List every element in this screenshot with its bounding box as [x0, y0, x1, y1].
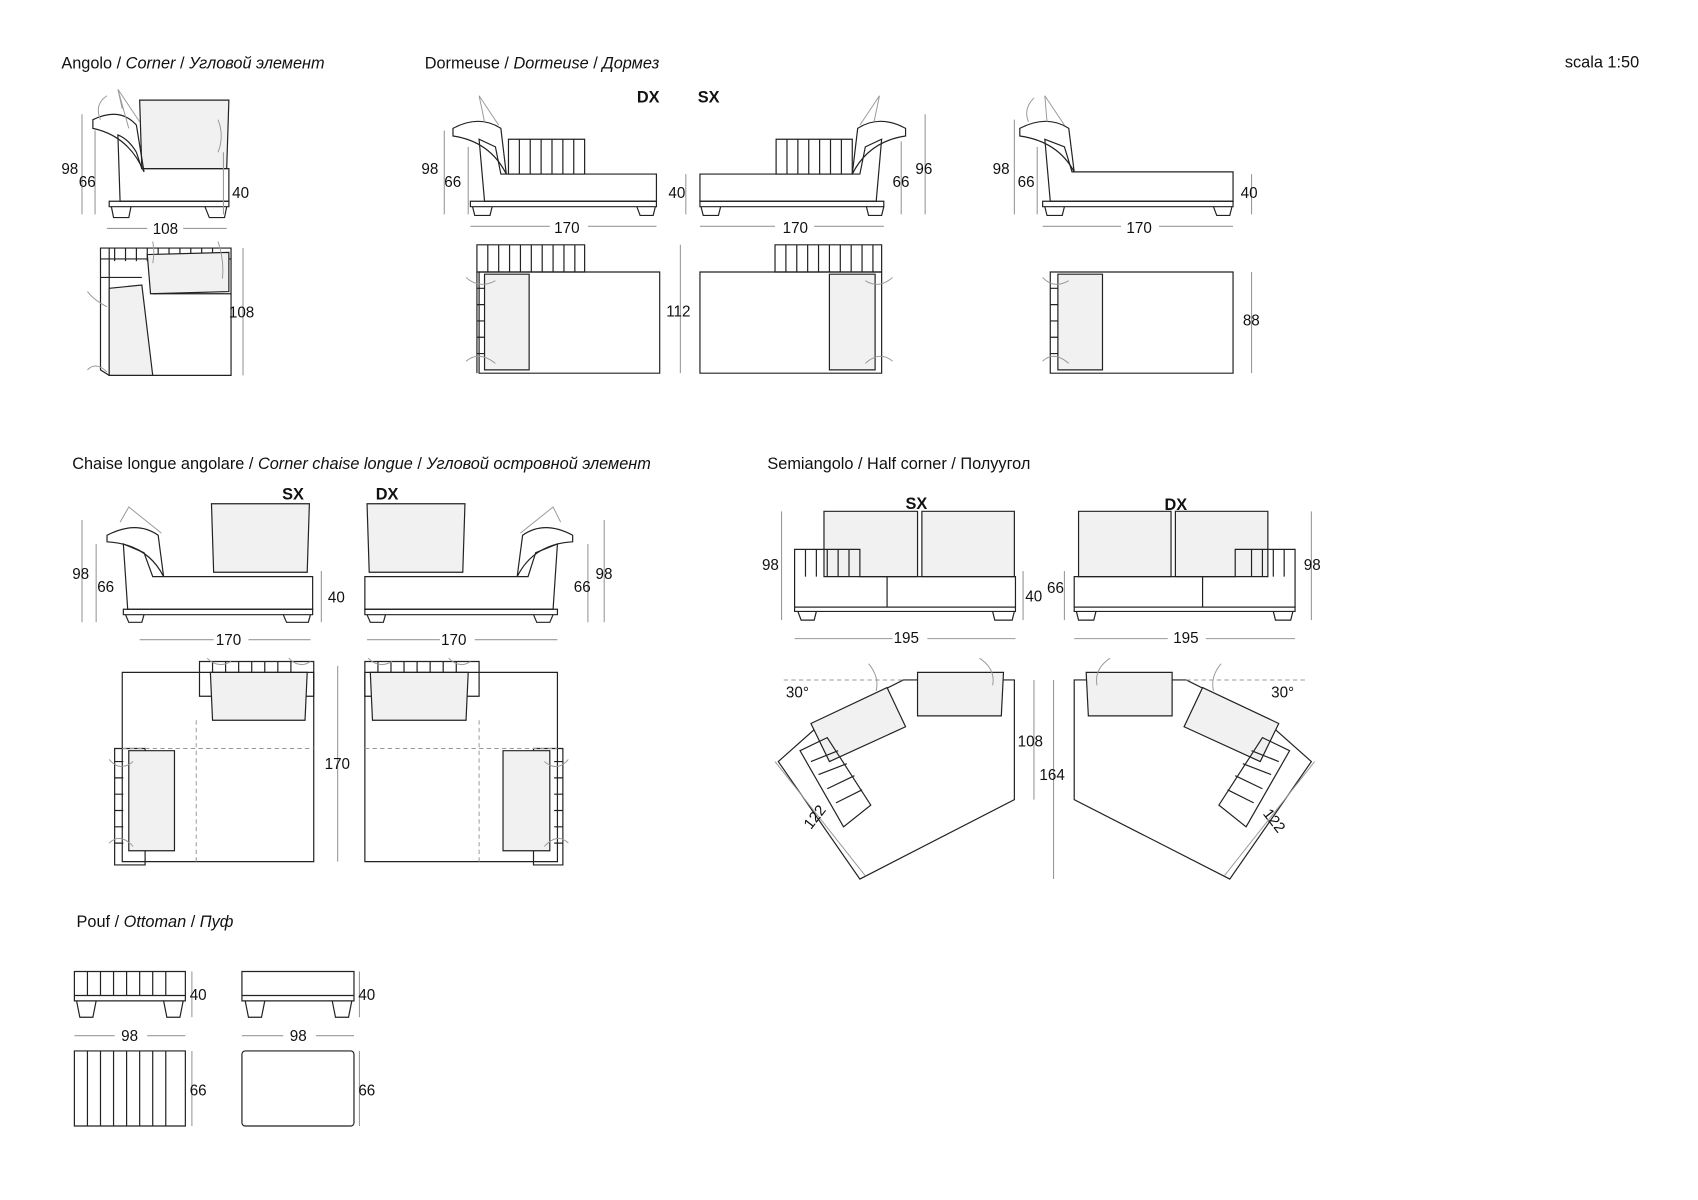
dim-seat-height: 40: [668, 185, 685, 202]
dim-height-total: 98: [1304, 557, 1321, 574]
section-title: Pouf / Ottoman / Пуф: [77, 913, 234, 931]
ottoman-fluted-top-view: [73, 1050, 186, 1127]
dim-width: 195: [894, 630, 919, 647]
corner-top-view: [87, 241, 232, 376]
section-title: Chaise longue angolare / Corner chaise l…: [72, 455, 651, 473]
dormeuse-dx-top-view: [465, 244, 661, 374]
dim-width: 195: [1173, 630, 1198, 647]
dim-height-total: 98: [61, 161, 78, 178]
dim-armrest-height: 66: [79, 174, 96, 191]
dim-depth: 112: [666, 304, 690, 321]
scale-label: scala 1:50: [1565, 53, 1639, 71]
dim-height-total: 98: [421, 161, 438, 178]
label-dx: DX: [376, 485, 399, 503]
dim-armrest-height: 66: [1047, 580, 1064, 597]
dim-depth: 108: [229, 305, 254, 322]
label-sx: SX: [282, 485, 304, 503]
dormeuse-sx-front-view: [699, 95, 907, 217]
label-sx: SX: [906, 495, 928, 513]
chaise-sx-front-view: [106, 503, 314, 623]
chaise-dx-front-view: [364, 503, 574, 623]
section-title: Angolo / Corner / Угловой элемент: [61, 55, 324, 73]
dim-angle: 30°: [1271, 684, 1294, 701]
dim-height-total: 96: [915, 161, 932, 178]
dim-seat-height: 40: [1025, 589, 1042, 606]
ottoman-plain-front-view: [241, 970, 355, 1018]
label-sx: SX: [698, 88, 720, 106]
dim-height-total: 98: [596, 566, 613, 583]
dim-width: 170: [1126, 220, 1151, 237]
section-corner-chaise: Chaise longue angolare / Corner chaise l…: [72, 455, 651, 866]
dim-seat-height: 40: [232, 185, 249, 202]
dim-height: 40: [190, 987, 207, 1004]
section-ottoman: Pouf / Ottoman / Пуф 40 98 66 40 98 66: [73, 913, 375, 1127]
dim-height-total: 98: [993, 161, 1010, 178]
dim-seat-height: 40: [1241, 185, 1258, 202]
section-title: Dormeuse / Dormeuse / Дормез: [425, 55, 660, 73]
dim-depth: 66: [190, 1083, 207, 1100]
section-half-corner: Semiangolo / Half corner / Полуугол SX D…: [762, 455, 1321, 880]
dim-side: 122: [1259, 806, 1288, 836]
label-dx: DX: [637, 88, 660, 106]
half-corner-sx-front-view: [794, 510, 1017, 621]
half-corner-dx-top-view: [1073, 657, 1316, 880]
dim-seat-height: 40: [328, 590, 345, 607]
half-corner-dx-front-view: [1073, 510, 1296, 621]
dim-depth: 108: [1018, 733, 1043, 750]
dim-depth: 88: [1243, 312, 1260, 329]
ottoman-plain-top-view: [241, 1050, 355, 1127]
chaise-dx-top-view: [364, 657, 569, 866]
dim-armrest-height: 66: [444, 174, 461, 191]
dim-width: 170: [554, 220, 579, 237]
dormeuse-88-front-view: [1019, 95, 1234, 217]
dormeuse-sx-top-view: [699, 244, 893, 374]
section-corner: Angolo / Corner / Угловой элемент 98 66 …: [61, 55, 325, 376]
dim-armrest-height: 66: [893, 174, 910, 191]
label-dx: DX: [1165, 496, 1188, 514]
dim-total-depth: 164: [1039, 767, 1065, 784]
dim-width: 170: [216, 632, 241, 649]
dim-armrest-height: 66: [1018, 174, 1035, 191]
corner-front-view: [92, 88, 230, 219]
dim-height-total: 98: [762, 557, 779, 574]
dim-width: 98: [290, 1028, 307, 1045]
dim-depth: 66: [358, 1083, 375, 1100]
ottoman-fluted-front-view: [73, 970, 186, 1018]
dormeuse-88-top-view: [1042, 271, 1234, 374]
dim-angle: 30°: [786, 684, 809, 701]
dim-depth: 170: [325, 756, 350, 773]
dim-width: 170: [441, 632, 466, 649]
dim-side: 122: [801, 802, 830, 832]
section-dormeuse: Dormeuse / Dormeuse / Дормез DX SX: [421, 55, 1260, 374]
dim-height-total: 98: [72, 566, 89, 583]
dim-width: 170: [783, 220, 808, 237]
dim-width: 108: [153, 221, 178, 238]
half-corner-sx-top-view: [774, 657, 1015, 880]
chaise-sx-top-view: [108, 657, 315, 866]
dim-armrest-height: 66: [97, 579, 114, 596]
dim-width: 98: [121, 1028, 138, 1045]
dim-armrest-height: 66: [574, 579, 591, 596]
dim-height: 40: [358, 987, 375, 1004]
section-title: Semiangolo / Half corner / Полуугол: [767, 455, 1030, 473]
dormeuse-dx-front-view: [452, 95, 658, 217]
